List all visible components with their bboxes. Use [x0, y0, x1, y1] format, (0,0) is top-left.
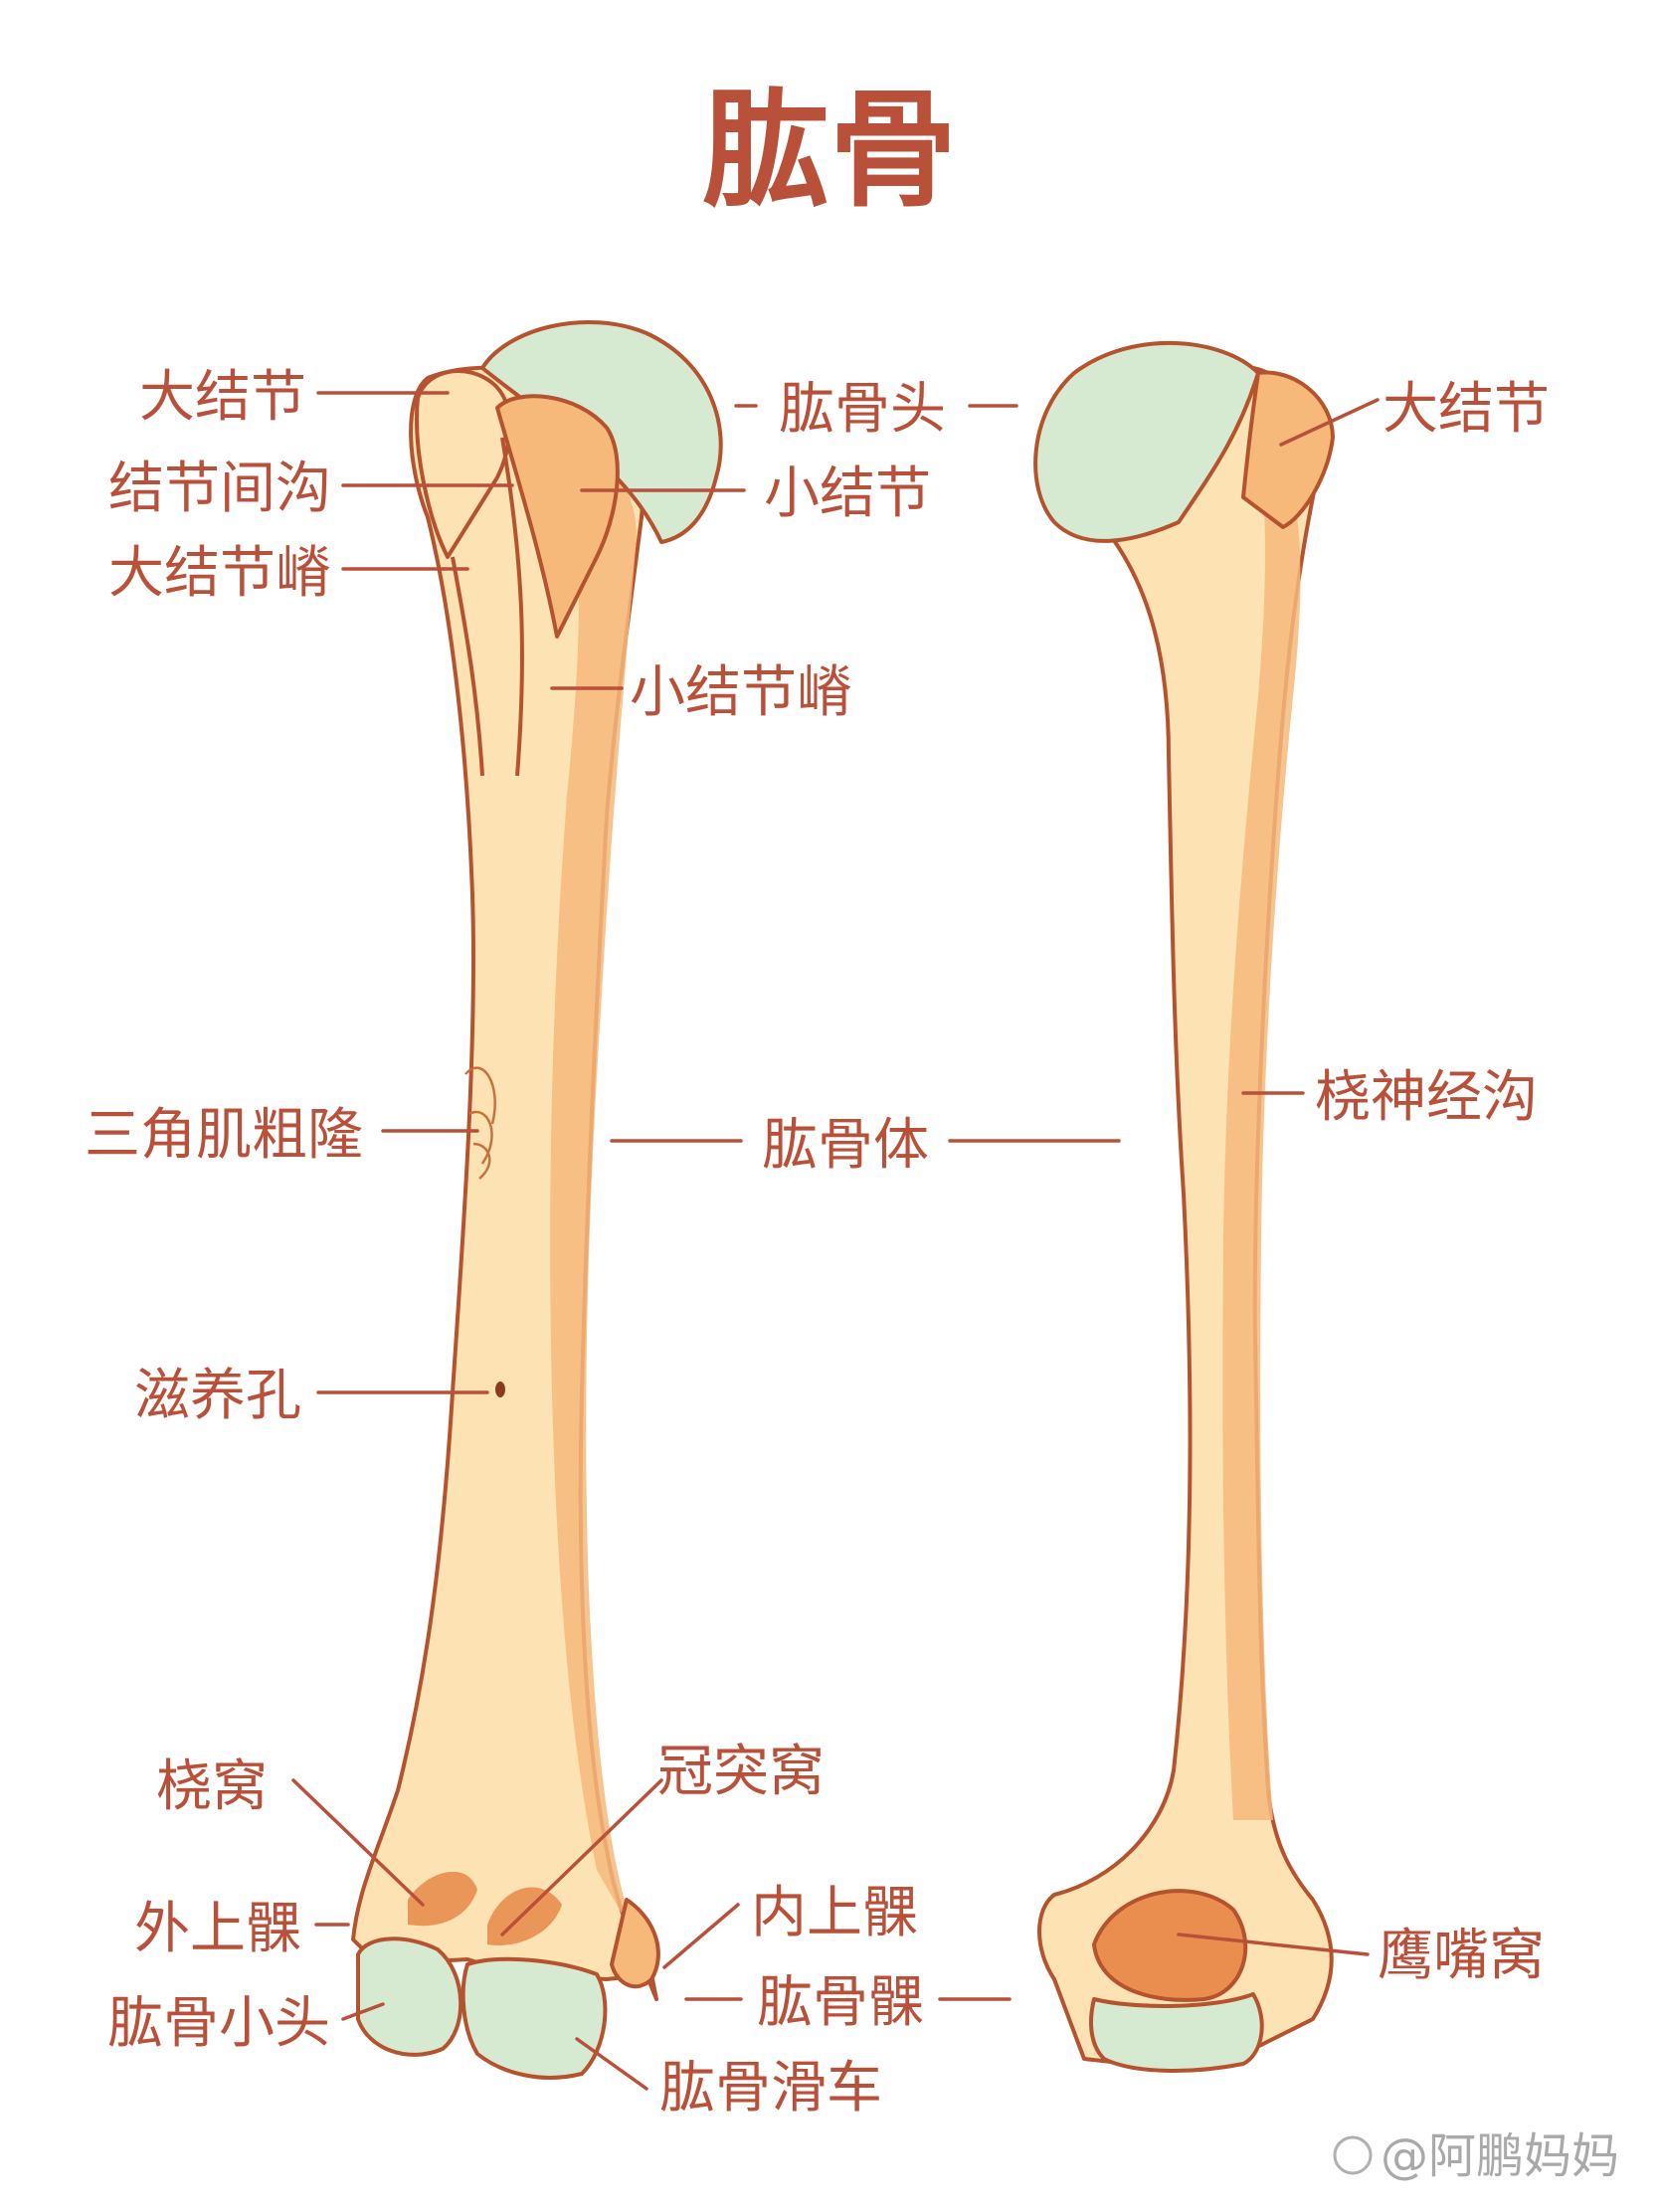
label-trochlea: 肱骨滑车 — [659, 2056, 882, 2120]
label-capitulum: 肱骨小头 — [107, 1991, 330, 2056]
label-shaft: 肱骨体 — [762, 1113, 929, 1178]
trochlea-posterior-shape — [1089, 1992, 1264, 2073]
leader-lines — [291, 391, 1380, 2091]
label-olecranon-fossa: 鹰嘴窝 — [1378, 1924, 1545, 1988]
label-greater-tubercle-right: 大结节 — [1382, 377, 1550, 442]
watermark-text: @阿鹏妈妈 — [1381, 2128, 1619, 2184]
labels: 大结节 结节间沟 大结节嵴 肱骨头 小结节 小结节嵴 大结节 三角肌粗隆 肱骨体… — [85, 365, 1550, 2120]
label-radial-fossa: 桡窝 — [156, 1754, 268, 1819]
olecranon-fossa-shape — [1092, 1889, 1248, 2002]
trochlea-shape — [461, 1956, 608, 2080]
deltoid-tuberosity-texture — [464, 1066, 496, 1180]
radial-fossa-shape — [408, 1871, 477, 1927]
watermark: @阿鹏妈妈 — [1333, 2128, 1619, 2184]
label-lesser-tubercle: 小结节 — [764, 461, 931, 526]
label-lesser-tubercle-crest: 小结节嵴 — [630, 660, 852, 725]
greater-crest-line — [451, 556, 484, 777]
humerus-anterior-shade — [550, 438, 637, 1939]
label-medial-epicondyle: 内上髁 — [751, 1881, 918, 1945]
label-head: 肱骨头 — [779, 377, 946, 442]
label-nutrient-foramen: 滋养孔 — [134, 1364, 301, 1428]
label-deltoid-tuberosity: 三角肌粗隆 — [85, 1103, 363, 1168]
humerus-head-posterior — [1033, 340, 1260, 543]
humerus-anterior — [351, 320, 723, 2080]
label-coronoid-fossa: 冠突窝 — [657, 1740, 825, 1804]
greater-tubercle-posterior — [1241, 370, 1335, 529]
humerus-posterior — [1033, 340, 1335, 2073]
nutrient-foramen-mark — [495, 1382, 505, 1397]
label-greater-tubercle-left: 大结节 — [139, 365, 306, 430]
intertubercular-groove-line — [500, 437, 524, 777]
label-intertubercular-groove: 结节间沟 — [108, 457, 331, 521]
humerus-posterior-shade — [1222, 418, 1301, 1820]
paw-icon — [1333, 2135, 1373, 2175]
lesser-tubercle-anterior — [495, 394, 620, 639]
page-title: 肱骨 — [702, 77, 957, 225]
medial-epicondyle-shape — [610, 1898, 660, 1989]
label-greater-tubercle-crest: 大结节嵴 — [108, 541, 331, 606]
label-lateral-epicondyle: 外上髁 — [134, 1897, 301, 1961]
label-condyle: 肱骨髁 — [757, 1970, 924, 2035]
capitulum-shape — [356, 1936, 463, 2057]
label-radial-nerve-groove: 桡神经沟 — [1315, 1065, 1538, 1130]
